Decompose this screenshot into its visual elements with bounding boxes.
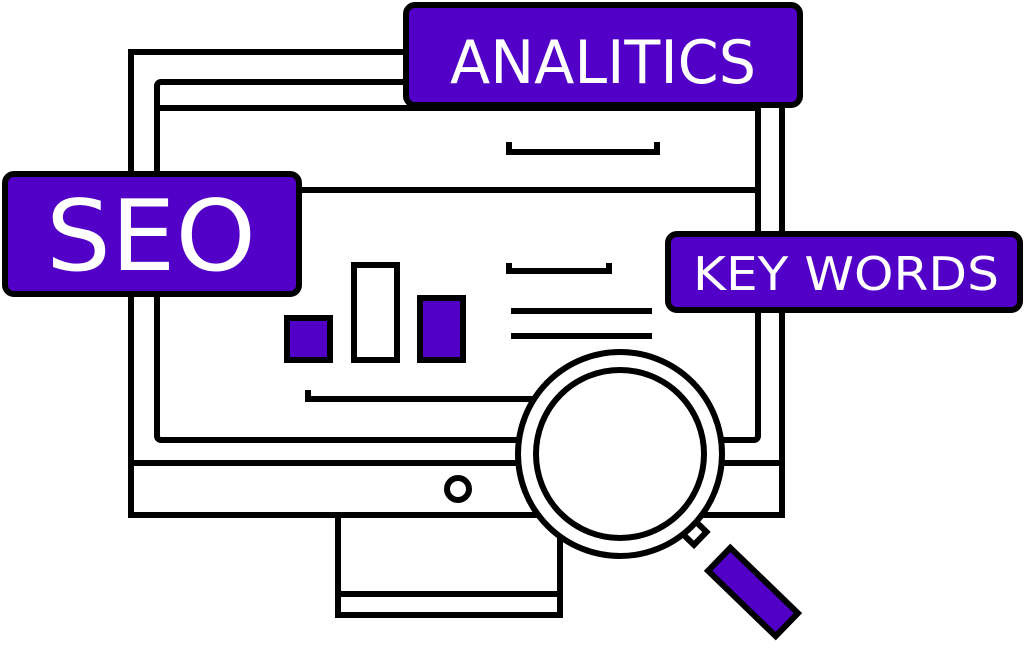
keywords-label: KEY WORDS (693, 247, 999, 301)
header-bracket-line (506, 142, 660, 155)
power-button-icon (444, 475, 472, 503)
bar-chart-icon (284, 262, 466, 363)
bar-tall (351, 262, 400, 363)
bar-medium (417, 295, 466, 363)
magnifier-handle (703, 543, 803, 641)
text-bracket-line (506, 263, 612, 274)
seo-tag-box (2, 171, 302, 297)
seo-tag: SEO (2, 171, 302, 297)
keywords-tag: KEY WORDS (665, 231, 1023, 313)
monitor-stand (335, 512, 563, 618)
bar-short (284, 315, 333, 363)
keywords-tag-box (665, 231, 1023, 313)
magnifying-glass-icon (515, 349, 803, 641)
analytics-tag: ANALITICS (403, 2, 803, 108)
analytics-label: ANALITICS (450, 28, 756, 98)
analytics-tag-box (403, 2, 803, 108)
magnifier-lens (533, 367, 707, 541)
seo-label: SEO (46, 180, 256, 294)
